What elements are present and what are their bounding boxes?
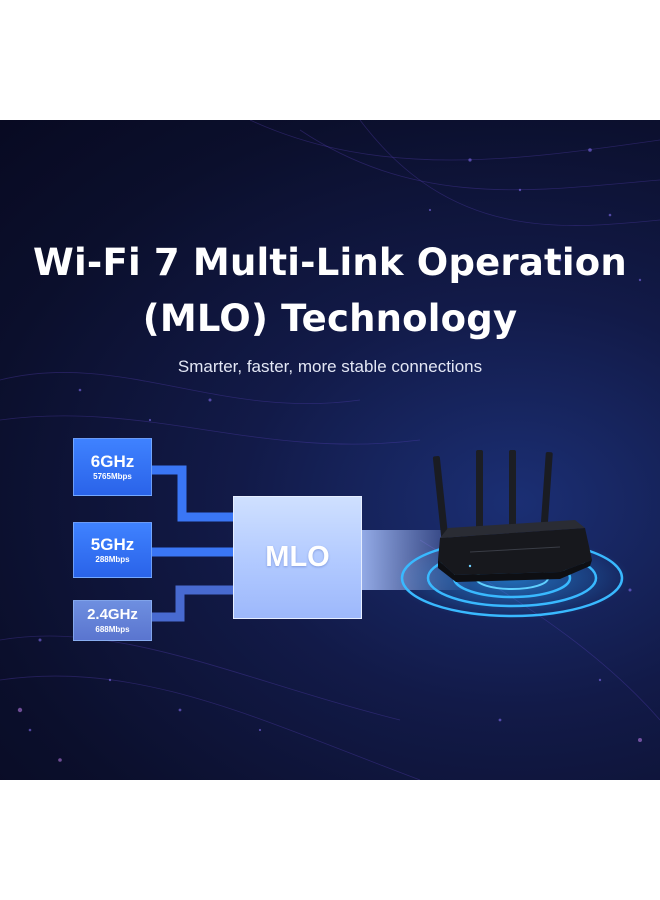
band-6ghz-speed: 5765Mbps	[93, 471, 132, 481]
particle-background	[0, 120, 660, 780]
antenna-1	[432, 456, 449, 538]
band-connectors	[152, 465, 234, 622]
subtitle: Smarter, faster, more stable connections	[177, 357, 483, 376]
antenna-3	[509, 450, 516, 538]
router-top	[440, 520, 585, 538]
band-6ghz: 6GHz 5765Mbps	[73, 438, 152, 496]
antenna-4	[540, 452, 553, 535]
band-5ghz-speed: 288Mbps	[95, 554, 130, 564]
router-icon	[432, 450, 592, 582]
mlo-diagram	[152, 450, 630, 622]
band-2-4ghz-speed: 688Mbps	[95, 625, 130, 634]
headline-line-2: (MLO) Technology	[142, 297, 518, 340]
connector-24ghz	[152, 585, 234, 622]
band-2-4ghz: 2.4GHz 688Mbps	[73, 600, 152, 641]
band-2-4ghz-label: 2.4GHz	[87, 606, 138, 623]
connector-6ghz	[152, 465, 234, 522]
mlo-box: MLO	[233, 496, 362, 619]
router-body	[438, 528, 592, 575]
hero-banner: Wi-Fi 7 Multi-Link Operation (MLO) Techn…	[0, 120, 660, 780]
band-5ghz: 5GHz 288Mbps	[73, 522, 152, 578]
headline-line-1: Wi-Fi 7 Multi-Link Operation	[33, 241, 627, 284]
band-5ghz-label: 5GHz	[90, 534, 135, 554]
antenna-2	[476, 450, 483, 538]
band-6ghz-label: 6GHz	[90, 451, 135, 471]
router-front	[438, 560, 592, 582]
